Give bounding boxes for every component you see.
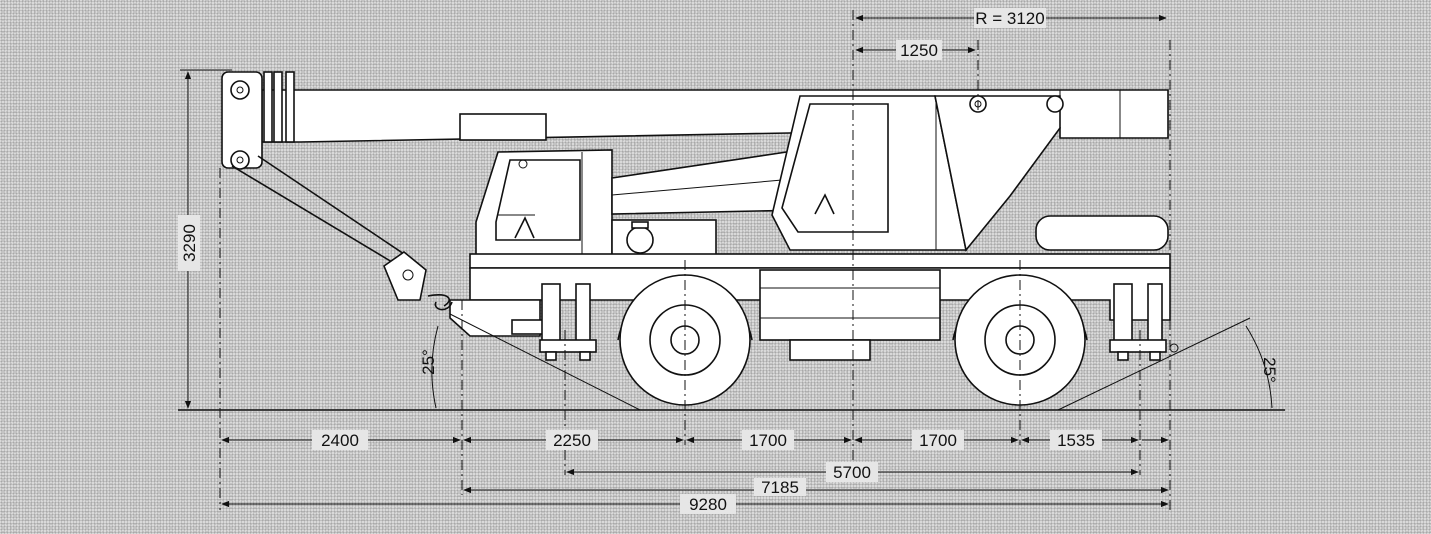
approach-line [449, 313, 641, 411]
label-outrigger-span: 5700 [833, 463, 871, 482]
label-cab-offset: 1250 [900, 41, 938, 60]
label-front-overhang: 2400 [321, 431, 359, 450]
label-front-to-axle: 2250 [553, 431, 591, 450]
label-chassis-length: 7185 [761, 478, 799, 497]
crane-body [221, 71, 1179, 406]
departure-line [1057, 317, 1251, 411]
label-departure-angle: 25° [1260, 357, 1279, 383]
front-cab [475, 149, 613, 263]
operator-cab [771, 95, 1064, 252]
label-axle-front-to-center: 1700 [749, 431, 787, 450]
label-radius: R = 3120 [975, 9, 1044, 28]
spare-tyre [1035, 215, 1169, 251]
rear-outrigger [1109, 283, 1179, 361]
front-outrigger [539, 283, 597, 361]
dimension-labels: R = 3120 1250 3290 2400 2250 1700 1700 1… [178, 8, 1279, 514]
chassis-deck [469, 253, 1171, 269]
label-overall-length: 9280 [689, 495, 727, 514]
label-height: 3290 [180, 224, 199, 262]
boom-head [221, 71, 295, 170]
hook-block [231, 155, 453, 311]
label-approach-angle: 25° [419, 349, 438, 375]
fuel-tank [626, 226, 654, 254]
label-rear-overhang: 1535 [1057, 431, 1095, 450]
label-center-to-axle-rear: 1700 [919, 431, 957, 450]
